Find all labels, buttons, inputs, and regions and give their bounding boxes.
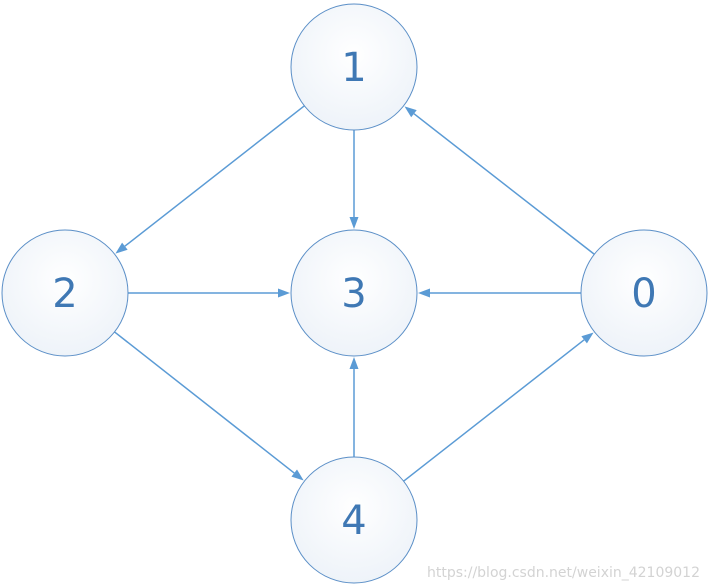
node-2: 2	[1, 229, 129, 357]
edge-1-to-3	[349, 130, 359, 229]
node-label: 3	[341, 271, 366, 317]
node-label: 0	[631, 271, 656, 317]
node-circle	[290, 456, 418, 584]
watermark-text: https://blog.csdn.net/weixin_42109012	[426, 565, 700, 581]
arrow-head	[291, 469, 304, 481]
edge-4-to-3	[349, 357, 359, 457]
node-0: 0	[580, 229, 708, 357]
arrow-head	[349, 357, 359, 369]
edge-line	[403, 339, 585, 482]
node-circle	[580, 229, 708, 357]
edge-line	[124, 105, 305, 247]
edge-line	[413, 113, 595, 255]
edge-1-to-2	[115, 105, 305, 254]
node-circle	[1, 229, 129, 357]
node-1: 1	[290, 3, 418, 131]
edge-line	[114, 331, 295, 474]
node-label: 2	[52, 271, 77, 317]
edge-0-to-1	[404, 106, 595, 255]
arrow-head	[349, 217, 359, 229]
edge-4-to-0	[403, 332, 594, 482]
node-circle	[290, 3, 418, 131]
arrow-head	[404, 106, 417, 118]
node-3: 3	[290, 229, 418, 357]
nodes-layer: 1 2 3 0 4	[1, 3, 708, 584]
node-label: 1	[341, 45, 366, 91]
edge-2-to-4	[114, 331, 304, 481]
arrow-head	[115, 242, 128, 254]
node-circle	[290, 229, 418, 357]
arrow-head	[418, 288, 430, 298]
node-label: 4	[341, 498, 366, 544]
edge-0-to-3	[418, 288, 581, 298]
node-4: 4	[290, 456, 418, 584]
arrow-head	[581, 332, 594, 344]
arrow-head	[278, 288, 290, 298]
edges-layer	[114, 105, 595, 482]
edge-2-to-3	[128, 288, 290, 298]
